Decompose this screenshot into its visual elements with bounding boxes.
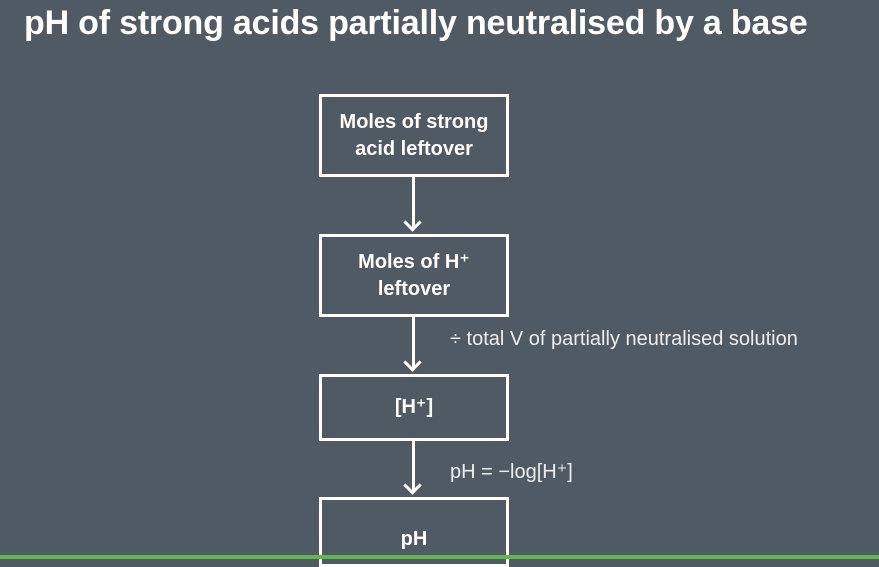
down-arrow-icon: [401, 317, 427, 372]
step-label-divide-by-volume: ÷ total V of partially neutralised solut…: [450, 328, 798, 350]
flow-box-moles-h-plus-leftover: Moles of H⁺ leftover: [319, 234, 509, 317]
flow-box-h-plus-concentration: [H⁺]: [319, 374, 509, 441]
slide-title: pH of strong acids partially neutralised…: [24, 4, 808, 42]
flow-box-text: [H⁺]: [394, 396, 434, 418]
flow-box-text: acid leftover: [355, 137, 473, 160]
down-arrow-icon: [401, 177, 427, 232]
bottom-accent-bar: [0, 555, 879, 559]
flow-box-text: Moles of H⁺: [358, 250, 470, 273]
flow-box-text: Moles of strong: [339, 110, 489, 133]
flow-box-text: pH: [400, 528, 428, 550]
flow-box-text: leftover: [377, 277, 451, 300]
step-label-ph-formula: pH = −log[H⁺]: [450, 461, 573, 483]
down-arrow-icon: [401, 441, 427, 495]
flow-box-moles-strong-acid-leftover: Moles of strong acid leftover: [319, 94, 509, 177]
